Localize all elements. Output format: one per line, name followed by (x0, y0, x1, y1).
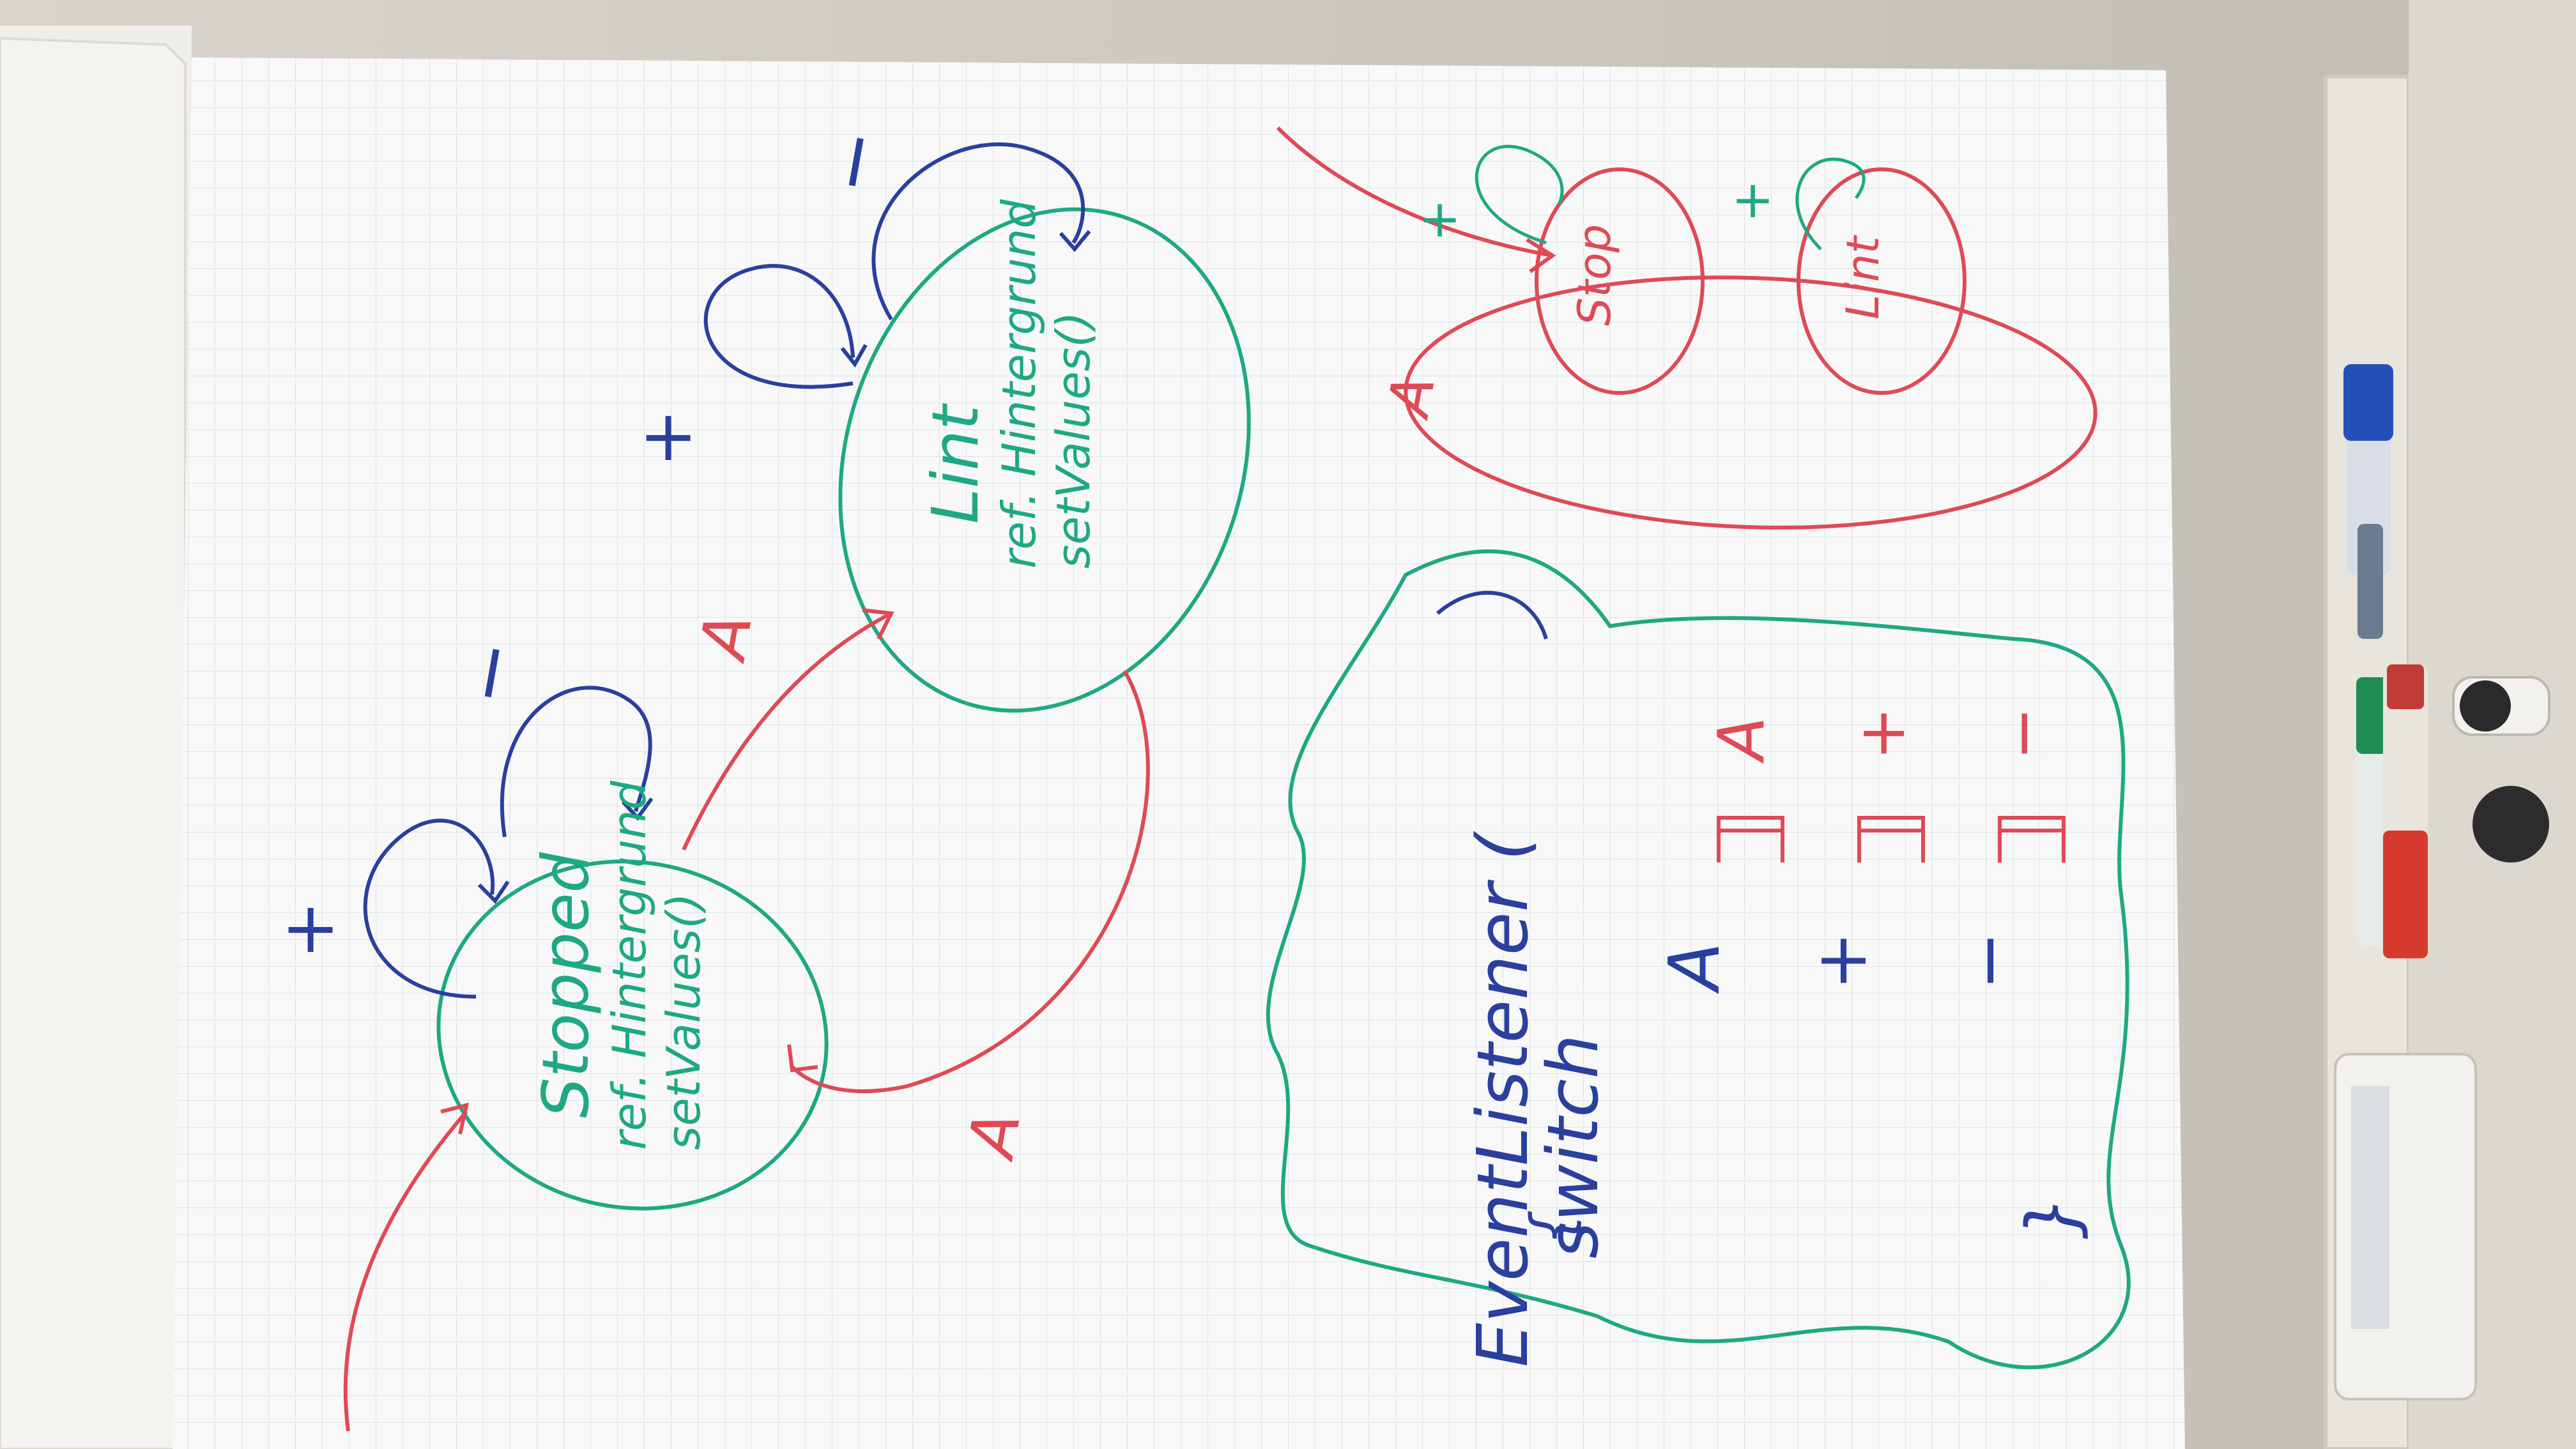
transition-stopped-to-lint (682, 611, 893, 851)
blue-marker-icon (2343, 364, 2393, 639)
state-stopped-line1: ref. Hintergrund (602, 780, 656, 1150)
code-action-a: A (1704, 717, 1779, 764)
mini-plus-label-2: + (1731, 170, 1774, 229)
state-stopped-line2: setValues() (657, 893, 710, 1150)
code-cloud (1266, 549, 2131, 1370)
minus-loop-lint (871, 142, 1085, 321)
mini-outer-ellipse (1404, 275, 2097, 530)
state-stopped-label: Stopped (528, 852, 603, 1118)
mini-plus-loop-stop (1475, 144, 1564, 245)
code-sketch: EventListener ( switch { A + − A + − } (1266, 549, 2131, 1370)
plus-label-stopped: + (281, 887, 340, 969)
code-action-minus: − (1985, 707, 2060, 760)
mini-circle-stop (1535, 167, 1705, 395)
flipchart-clamp (2452, 676, 2550, 862)
entry-arrow-stopped (343, 1110, 468, 1432)
plus-loop-lint (703, 264, 855, 389)
minus-label-lint: − (805, 123, 903, 201)
code-key-minus: − (1947, 931, 2029, 990)
mini-circle1-label: Stop (1568, 224, 1621, 326)
mini-circle2-label: Lint (1837, 234, 1889, 319)
mini-plus-label-1: + (1418, 189, 1461, 249)
state-lint-text: Lint ref. Hintergrund setValues() (918, 199, 1100, 569)
code-key-plus: + (1800, 931, 1882, 990)
mini-plus-loop-lint (1795, 157, 1866, 250)
state-lint-circle (838, 207, 1251, 713)
code-key-a: A (1653, 942, 1735, 994)
plus-loop-stopped (363, 818, 495, 999)
code-action-plus: + (1844, 707, 1919, 760)
state-lint-line1: ref. Hintergrund (992, 199, 1046, 569)
code-open-paren (1436, 590, 1548, 640)
mini-circle-lint (1797, 167, 1966, 395)
code-close-brace: } (2011, 1195, 2093, 1239)
gate-icon (1717, 816, 2066, 862)
state-stopped-text: Stopped ref. Hintergrund setValues() (528, 780, 710, 1150)
minus-loop-stopped (500, 686, 652, 838)
state-lint-line2: setValues() (1046, 312, 1100, 569)
minus-label-stopped: − (441, 634, 539, 712)
red-marker-icon (2383, 664, 2428, 958)
code-line-eventlistener: EventListener ( (1462, 831, 1544, 1367)
plus-label-lint: + (639, 395, 698, 477)
code-open-curly: { (1519, 1209, 1586, 1246)
transition-lint-to-stopped (790, 670, 1150, 1094)
state-diagram: + − + − A A Stopped ref. Hintergrund set… (281, 123, 1251, 1432)
mini-entry-arrow (1276, 126, 1553, 257)
state-lint-label: Lint (918, 402, 993, 524)
white-spray-can-icon (2334, 1053, 2477, 1400)
code-line-switch: switch (1532, 1034, 1614, 1259)
